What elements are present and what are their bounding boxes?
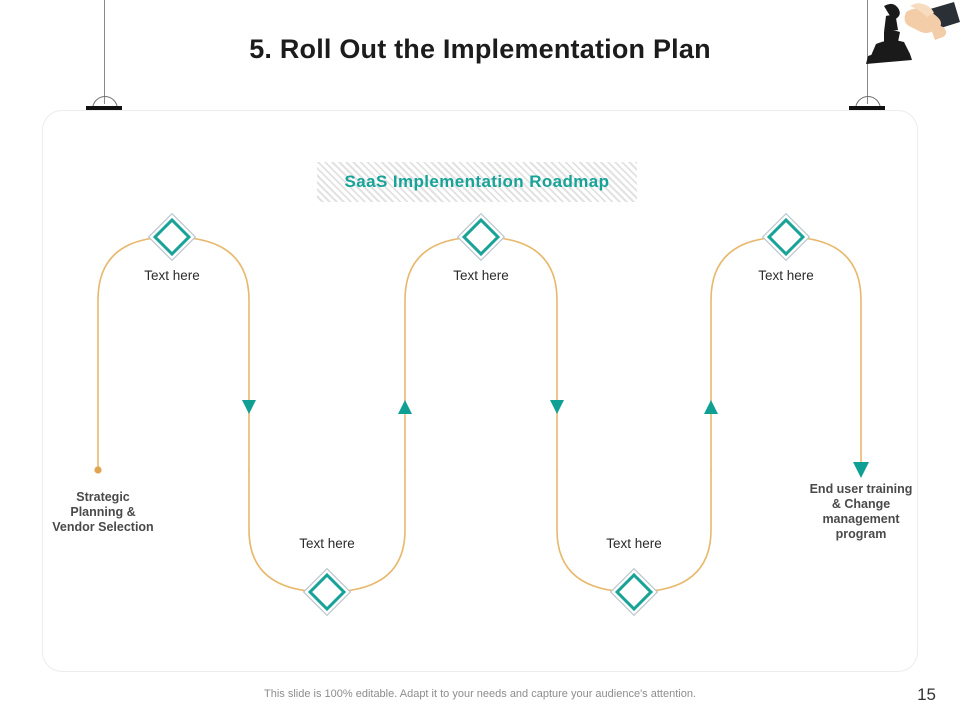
editable-note: This slide is 100% editable. Adapt it to… (264, 688, 696, 700)
page-number: 15 (917, 685, 936, 704)
hand-holding-chess-piece-icon (866, 2, 960, 64)
milestone-label-2: Text here (299, 536, 355, 551)
milestone-label-5: Text here (758, 268, 814, 283)
hanging-string-right (867, 0, 868, 104)
milestone-label-3: Text here (453, 268, 509, 283)
end-endpoint-line-1: End user training (809, 482, 913, 496)
end-endpoint-line-4: program (835, 527, 887, 541)
end-endpoint-line-3: management (822, 512, 900, 526)
roadmap-banner: SaaS Implementation Roadmap (317, 162, 637, 202)
clip-handle-icon (92, 96, 118, 115)
start-endpoint-line-3: Vendor Selection (52, 520, 154, 534)
start-endpoint-line-1: Strategic (76, 490, 130, 504)
hanging-string-left (104, 0, 105, 104)
start-endpoint-label: Strategic Planning & Vendor Selection (28, 490, 178, 535)
clip-handle-icon (855, 96, 881, 115)
end-endpoint-line-2: & Change (831, 497, 891, 511)
milestone-label-1: Text here (144, 268, 200, 283)
milestone-label-4: Text here (606, 536, 662, 551)
end-endpoint-label: End user training & Change management pr… (786, 482, 936, 542)
start-endpoint-line-2: Planning & (70, 505, 136, 519)
page-title: 5. Roll Out the Implementation Plan (249, 34, 711, 64)
roadmap-banner-label: SaaS Implementation Roadmap (344, 172, 610, 191)
